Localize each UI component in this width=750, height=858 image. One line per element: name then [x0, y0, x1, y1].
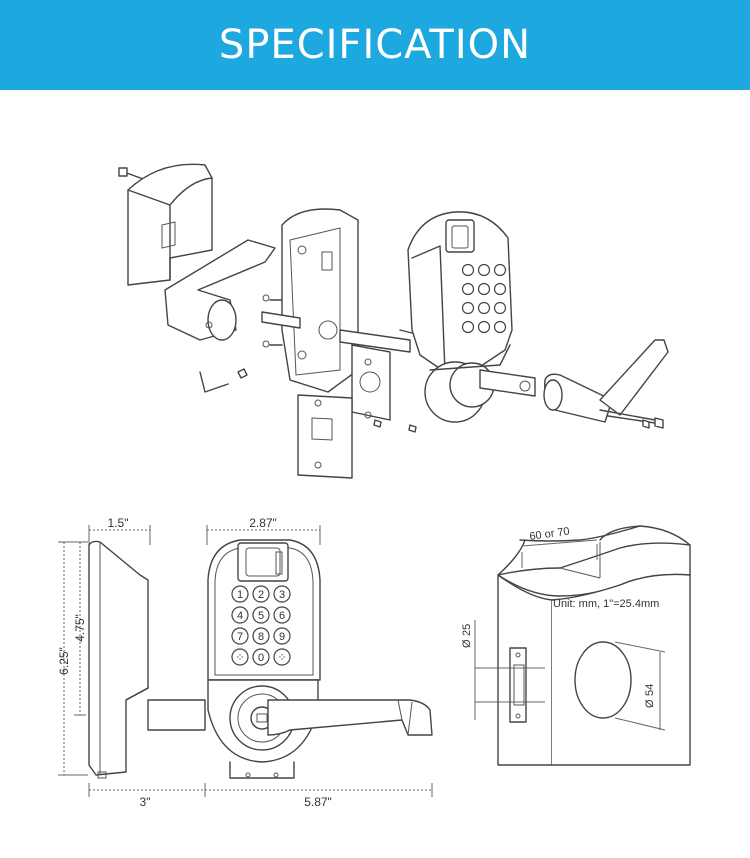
keypad-key — [461, 301, 475, 315]
keypad-key — [273, 606, 291, 624]
keypad-key — [231, 585, 249, 603]
keypad-key-label: 7 — [237, 631, 243, 643]
keypad-key — [493, 320, 507, 334]
inside-lever — [164, 239, 276, 341]
dim-height-total: 6.25" — [57, 647, 71, 675]
keypad-key-label: 2 — [258, 589, 264, 601]
door-cross-bore-symbol: Ø — [644, 699, 656, 708]
keypad-key-label: 4 — [237, 610, 243, 622]
keypad-key-label: 3 — [279, 589, 285, 601]
keypad-key — [231, 606, 249, 624]
door-cross-bore: 54 — [644, 684, 656, 696]
keypad-key — [252, 606, 270, 624]
side-view: 1.5" 4.75" 6.25" 3" — [57, 516, 206, 809]
page-title: SPECIFICATION — [218, 22, 532, 68]
keypad-key — [231, 648, 249, 666]
keypad-keys-exploded — [461, 263, 507, 334]
keypad-key-label: 9 — [279, 631, 285, 643]
keypad-key — [493, 301, 507, 315]
latch-assembly — [261, 311, 421, 421]
dim-lever-span: 5.87" — [304, 795, 332, 809]
keypad-key — [493, 282, 507, 296]
keypad-key-label: 1 — [237, 589, 243, 601]
allen-key — [199, 368, 248, 393]
outside-lever — [543, 339, 669, 429]
keypad-key — [273, 585, 291, 603]
dim-width: 2.87" — [249, 516, 277, 530]
keypad-key — [477, 282, 491, 296]
header-banner: SPECIFICATION — [0, 0, 750, 90]
keypad-key — [477, 301, 491, 315]
keypad-key — [477, 263, 491, 277]
keypad-key — [493, 263, 507, 277]
keypad-key — [252, 627, 270, 645]
keypad-key — [477, 320, 491, 334]
front-view: 2.87" 1 2 3 4 5 6 7 8 9 ⁘ 0 ⁘ 5.87" — [204, 516, 433, 809]
door-unit-note: Unit: mm, 1"=25.4mm — [553, 598, 659, 610]
door-latch-bore: 25 — [461, 624, 473, 636]
door-prep-diagram: 60 or 70 Unit: mm, 1"=25.4mm Ø 25 Ø 54 — [461, 525, 691, 766]
keypad-key — [252, 585, 270, 603]
door-latch-bore-symbol: Ø — [461, 639, 473, 648]
keypad-key — [461, 320, 475, 334]
door-backset: 60 or 70 — [529, 525, 571, 543]
keypad-key — [231, 627, 249, 645]
keypad-key — [252, 648, 270, 666]
keypad-key-label: 0 — [258, 652, 264, 664]
keypad-key-label: 8 — [258, 631, 264, 643]
keypad-front: 1 2 3 4 5 6 7 8 9 ⁘ 0 ⁘ — [231, 585, 291, 666]
exploded-view — [118, 163, 669, 479]
mounting-plate — [262, 208, 359, 393]
keypad-key-label: ⁘ — [235, 652, 244, 664]
outside-spindle — [479, 369, 536, 397]
dim-projection: 3" — [140, 795, 151, 809]
strike-screws — [373, 419, 417, 433]
keypad-key — [273, 648, 291, 666]
keypad-key-label: 5 — [258, 610, 264, 622]
keypad-key — [461, 282, 475, 296]
keypad-key-label: ⁘ — [277, 652, 286, 664]
keypad-key — [461, 263, 475, 277]
keypad-key — [273, 627, 291, 645]
keypad-key-label: 6 — [279, 610, 285, 622]
dim-height-body: 4.75" — [73, 614, 87, 642]
dim-depth: 1.5" — [108, 516, 129, 530]
inside-cover — [127, 163, 213, 286]
strike-plate — [297, 394, 353, 479]
